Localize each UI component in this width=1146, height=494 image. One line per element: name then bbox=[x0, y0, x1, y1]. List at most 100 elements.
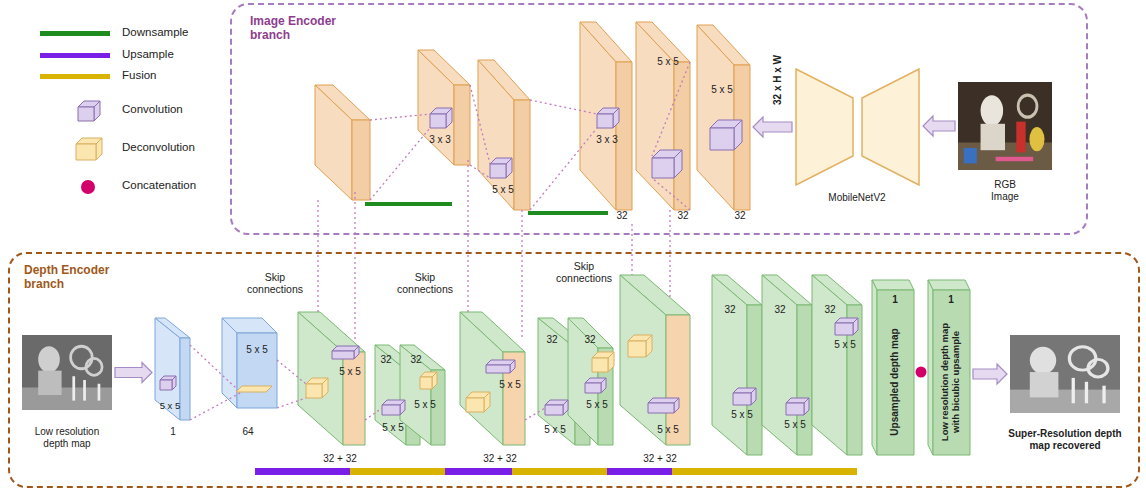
dimension-label: 5 x 5 bbox=[382, 422, 404, 434]
photo-bust bbox=[981, 124, 1005, 150]
dimension-label: 32 bbox=[774, 304, 785, 316]
flow-arrow bbox=[923, 116, 955, 136]
fusion-slab-side bbox=[298, 312, 343, 445]
dotted-link bbox=[370, 114, 430, 120]
conv-cube bbox=[853, 318, 858, 335]
legend-text: Deconvolution bbox=[122, 141, 195, 153]
depth-bust bbox=[38, 346, 60, 372]
dimension-label: 32 bbox=[380, 354, 391, 366]
legend-icon bbox=[96, 138, 102, 160]
conv-cube bbox=[734, 120, 742, 150]
output-slab-front bbox=[877, 290, 914, 455]
dimension-label: 32 bbox=[824, 304, 835, 316]
depth-stick bbox=[83, 380, 86, 401]
stage-bar bbox=[672, 468, 857, 475]
stage-bar bbox=[528, 211, 608, 215]
dotted-link bbox=[277, 398, 306, 408]
conv-cube bbox=[506, 158, 512, 178]
output-slab-top bbox=[928, 280, 970, 290]
legend-text: Fusion bbox=[122, 69, 157, 81]
dotted-link bbox=[631, 224, 632, 275]
photo-bust bbox=[981, 95, 1004, 126]
depth-bust bbox=[38, 371, 61, 395]
flow-arrow bbox=[115, 363, 152, 383]
stage-bar bbox=[255, 468, 350, 475]
fusion-slab-side bbox=[460, 312, 503, 445]
feature-slab-side bbox=[418, 50, 454, 165]
encoder-trapezoid bbox=[796, 69, 853, 185]
deconv-plate bbox=[236, 386, 272, 392]
annotation-text: Skip connections bbox=[390, 271, 460, 295]
dimension-label: 5 x 5 bbox=[339, 366, 361, 378]
stage-bar bbox=[512, 468, 607, 475]
dotted-link bbox=[354, 192, 355, 340]
flow-arrow bbox=[973, 364, 1007, 384]
image-caption: RGB Image bbox=[983, 179, 1028, 202]
dimension-label: 32 bbox=[616, 210, 627, 222]
dimension-label: 5 x 5 bbox=[586, 399, 608, 411]
conv-cube bbox=[674, 398, 679, 413]
mobilenet-block: MobileNetV2 bbox=[795, 68, 920, 186]
annotation-text: Skip connections bbox=[240, 271, 310, 295]
channel-count: 1 bbox=[892, 294, 898, 306]
dotted-link bbox=[317, 200, 318, 312]
output-slab-side bbox=[928, 280, 933, 455]
dotted-link bbox=[277, 360, 306, 384]
legend-text: Convolution bbox=[122, 103, 183, 115]
upsample-block-front bbox=[237, 333, 277, 408]
legend-icon bbox=[81, 180, 95, 194]
feature-slab-side bbox=[478, 60, 514, 210]
dotted-link bbox=[652, 62, 690, 156]
region-title: Image Encoder branch bbox=[250, 15, 345, 43]
feature-slab-front bbox=[454, 85, 470, 165]
dotted-link bbox=[190, 345, 236, 388]
dotted-link bbox=[525, 408, 545, 420]
deconv-cube bbox=[628, 341, 646, 357]
legend-text: Downsample bbox=[122, 26, 188, 38]
conv-cube bbox=[804, 398, 809, 415]
photo-cup bbox=[1029, 127, 1044, 151]
dimension-label: 3 x 3 bbox=[596, 134, 618, 146]
output-slab-side bbox=[872, 280, 877, 455]
slab-label: Upsampled depth map bbox=[889, 315, 901, 450]
conv-cube bbox=[545, 405, 563, 415]
depth-ring bbox=[1069, 347, 1095, 370]
dimension-label: 32 bbox=[724, 304, 735, 316]
deconv-cube bbox=[466, 398, 484, 412]
legend-icon bbox=[76, 144, 96, 160]
legend-text: Concatenation bbox=[122, 179, 196, 191]
dimension-label: 5 x 5 bbox=[731, 409, 753, 421]
kernel-size: 5 x 5 bbox=[160, 401, 181, 412]
dimension-label: 32 bbox=[584, 334, 595, 346]
depth-encoder-region: Depth Encoder branchLow resolution depth… bbox=[8, 252, 1140, 488]
legend-icon bbox=[94, 101, 100, 121]
kernel-size: 5 x 5 bbox=[711, 84, 733, 96]
deconv-cube bbox=[322, 378, 328, 398]
feature-slab-front bbox=[674, 62, 690, 210]
feature-slab-front bbox=[514, 100, 530, 210]
dimension-label: 5 x 5 bbox=[492, 184, 514, 196]
depth-image: Low resolution depth map bbox=[22, 335, 112, 410]
feature-slab-front bbox=[616, 62, 632, 210]
channel-count: 1 bbox=[948, 294, 954, 306]
illustration bbox=[22, 335, 112, 410]
output-slab-top bbox=[872, 280, 914, 290]
feature-slab-front bbox=[352, 120, 370, 200]
deconv-cube bbox=[484, 392, 490, 412]
image-caption: Low resolution depth map bbox=[26, 426, 108, 449]
output-slab: 1Upsampled depth map bbox=[877, 290, 914, 455]
conv-cube bbox=[172, 376, 176, 390]
legend-icon bbox=[78, 107, 94, 121]
conv-cube bbox=[400, 400, 405, 415]
feature-slab-side bbox=[697, 25, 734, 210]
deconv-cube bbox=[420, 377, 432, 389]
feature-slab: 5 x 532 bbox=[697, 25, 750, 210]
legend-swatch bbox=[40, 31, 110, 36]
conv-cube bbox=[160, 380, 172, 390]
concat-dot bbox=[916, 367, 927, 378]
illustration bbox=[1010, 335, 1120, 413]
feature-slab-side bbox=[712, 275, 747, 455]
